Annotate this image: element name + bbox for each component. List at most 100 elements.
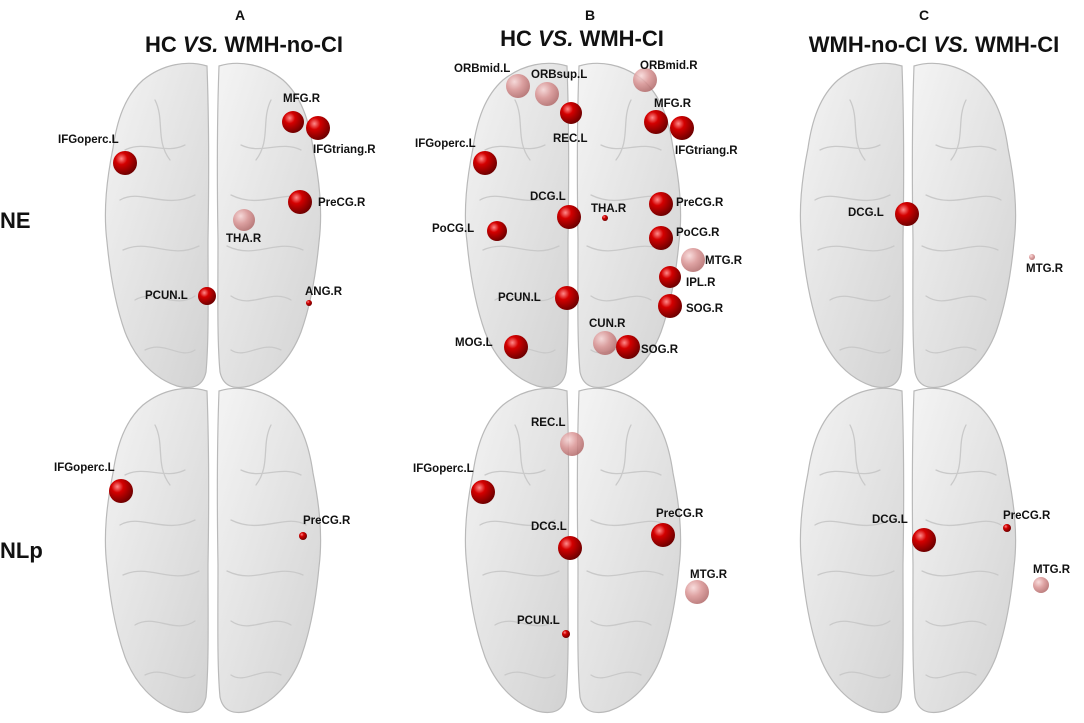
gyrus-line bbox=[817, 245, 895, 252]
gyrus-line bbox=[586, 570, 664, 577]
gyrus-line bbox=[819, 144, 881, 151]
gyrus-line bbox=[514, 424, 531, 486]
row-label-ne: NE bbox=[0, 208, 31, 233]
region-node bbox=[616, 335, 640, 359]
title-c-right: WMH-CI bbox=[969, 32, 1059, 57]
title-a-vs: VS. bbox=[183, 32, 218, 57]
left-hemisphere bbox=[464, 387, 570, 714]
brain-nodes: IFGoperc.L MFG.R IFGtriang.R PreCG.R THA.R PC… bbox=[54, 60, 1071, 638]
region-label: PCUN.L bbox=[145, 290, 188, 302]
gyrus-line bbox=[829, 295, 891, 302]
region-node bbox=[644, 110, 668, 134]
gyrus-line bbox=[240, 144, 302, 151]
region-label: IFGoperc.L bbox=[54, 462, 115, 474]
region-node bbox=[895, 202, 919, 226]
region-label: THA.R bbox=[226, 233, 262, 245]
gyrus-line bbox=[255, 99, 272, 161]
gyrus-line bbox=[849, 424, 866, 486]
region-label: MFG.R bbox=[654, 98, 692, 110]
gyrus-line bbox=[482, 245, 560, 252]
gyrus-line bbox=[819, 469, 881, 476]
row-label-nlp: NLp bbox=[0, 538, 43, 563]
gyrus-line bbox=[600, 144, 662, 151]
region-node bbox=[658, 294, 682, 318]
gyrus-line bbox=[484, 144, 546, 151]
gyrus-line bbox=[226, 245, 304, 252]
gyrus-line bbox=[484, 469, 546, 476]
title-a-left: HC bbox=[145, 32, 183, 57]
region-node bbox=[306, 300, 312, 306]
region-label: ANG.R bbox=[305, 286, 343, 298]
left-hemisphere bbox=[464, 62, 570, 389]
gyrus-line bbox=[230, 620, 292, 627]
gyrus-line bbox=[240, 469, 302, 476]
gyrus-line bbox=[124, 144, 186, 151]
region-node bbox=[659, 266, 681, 288]
region-label: MOG.L bbox=[455, 337, 493, 349]
gyrus-line bbox=[921, 570, 999, 577]
region-label: IFGoperc.L bbox=[413, 463, 474, 475]
region-node bbox=[633, 68, 657, 92]
region-node bbox=[504, 335, 528, 359]
region-label: IFGtriang.R bbox=[313, 144, 376, 156]
title-c-left: WMH-no-CI bbox=[809, 32, 934, 57]
region-node bbox=[113, 151, 137, 175]
panel-title-a: HC VS. WMH-no-CI bbox=[145, 32, 343, 57]
region-node bbox=[506, 74, 530, 98]
region-label: CUN.R bbox=[589, 318, 626, 330]
gyrus-line bbox=[154, 424, 171, 486]
region-label: IFGoperc.L bbox=[58, 134, 119, 146]
left-hemisphere bbox=[799, 387, 905, 714]
panel-letter-b: B bbox=[585, 7, 595, 23]
title-a-right: WMH-no-CI bbox=[218, 32, 343, 57]
gyrus-line bbox=[814, 194, 891, 202]
region-node bbox=[685, 580, 709, 604]
panel-title-c: WMH-no-CI VS. WMH-CI bbox=[809, 32, 1060, 57]
region-label: DCG.L bbox=[531, 521, 567, 533]
region-label: MTG.R bbox=[705, 255, 743, 267]
gyrus-line bbox=[122, 570, 200, 577]
region-node bbox=[602, 215, 608, 221]
region-label: PreCG.R bbox=[656, 508, 704, 520]
gyrus-line bbox=[839, 346, 891, 354]
region-node bbox=[288, 190, 312, 214]
region-label: PoCG.R bbox=[676, 227, 720, 239]
gyrus-line bbox=[494, 620, 556, 627]
gyrus-line bbox=[255, 424, 272, 486]
panel-title-b: HC VS. WMH-CI bbox=[500, 26, 664, 51]
gyrus-line bbox=[504, 671, 556, 679]
brain-panels bbox=[104, 62, 1017, 714]
region-label: MFG.R bbox=[283, 93, 321, 105]
region-node bbox=[670, 116, 694, 140]
region-node bbox=[912, 528, 936, 552]
gyrus-line bbox=[119, 194, 196, 202]
region-node bbox=[681, 248, 705, 272]
panel-letter-c: C bbox=[919, 7, 929, 23]
gyrus-line bbox=[935, 469, 997, 476]
gyrus-line bbox=[479, 519, 556, 527]
gyrus-line bbox=[134, 295, 196, 302]
gyrus-line bbox=[925, 295, 987, 302]
gyrus-line bbox=[230, 671, 282, 679]
right-hemisphere bbox=[216, 387, 322, 714]
gyrus-line bbox=[590, 671, 642, 679]
gyrus-line bbox=[839, 671, 891, 679]
gyrus-line bbox=[600, 469, 662, 476]
region-node bbox=[558, 536, 582, 560]
gyrus-line bbox=[950, 99, 967, 161]
region-label: SOG.R bbox=[641, 344, 679, 356]
region-label: PreCG.R bbox=[676, 197, 724, 209]
gyrus-line bbox=[154, 99, 171, 161]
nodes-a-ne: IFGoperc.LMFG.RIFGtriang.RPreCG.RTHA.RPC… bbox=[58, 93, 376, 306]
region-label: REC.L bbox=[531, 417, 566, 429]
gyrus-line bbox=[134, 620, 196, 627]
region-node bbox=[233, 209, 255, 231]
region-node bbox=[1029, 254, 1035, 260]
gyrus-line bbox=[482, 570, 560, 577]
right-hemisphere bbox=[911, 387, 1017, 714]
region-label: DCG.L bbox=[530, 191, 566, 203]
gyrus-line bbox=[226, 570, 304, 577]
region-node bbox=[651, 523, 675, 547]
